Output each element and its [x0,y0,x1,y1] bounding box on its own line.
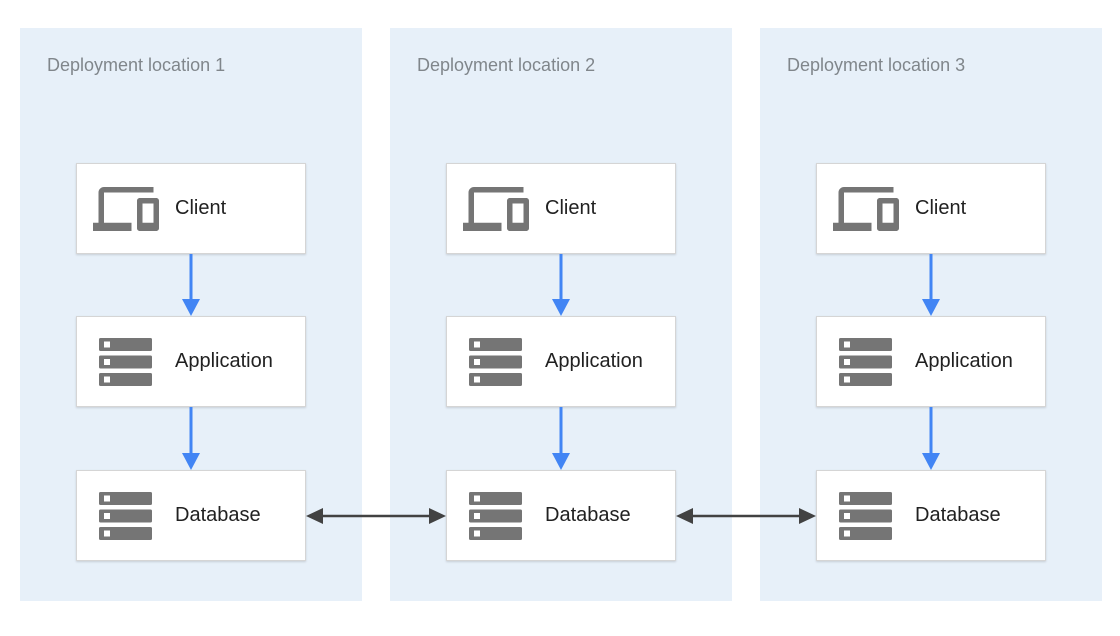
node-label: Database [915,504,1001,526]
node-label: Client [175,197,227,219]
server-stack-icon [461,337,531,386]
replication-arrow-db1-db2 [306,508,446,524]
node-label: Application [915,350,1013,372]
node-label: Client [915,197,967,219]
panel-deployment-location-2: Deployment location 2 Client [390,28,732,601]
panel-title: Deployment location 1 [47,55,226,75]
server-stack-icon [831,337,901,386]
flow-arrow-client-application [922,254,940,316]
server-stack-icon [91,337,161,386]
server-stack-icon [91,491,161,540]
flow-arrow-client-application [552,254,570,316]
panel-deployment-location-3: Deployment location 3 Client [760,28,1102,601]
panel-title: Deployment location 3 [787,55,966,75]
node-client: Client [76,163,306,254]
server-stack-icon [831,491,901,540]
node-label: Database [175,504,261,526]
panel-title: Deployment location 2 [417,55,596,75]
flow-arrow-application-database [922,407,940,470]
flow-arrow-application-database [552,407,570,470]
node-application: Application [816,316,1046,407]
devices-icon [91,176,161,242]
node-client: Client [446,163,676,254]
server-stack-icon [461,491,531,540]
node-client: Client [816,163,1046,254]
node-database: Database [816,470,1046,561]
devices-icon [461,176,531,242]
flow-arrow-client-application [182,254,200,316]
node-label: Application [545,350,643,372]
node-database: Database [446,470,676,561]
node-label: Application [175,350,273,372]
node-label: Client [545,197,597,219]
panel-deployment-location-1: Deployment location 1 Client [20,28,362,601]
flow-arrow-application-database [182,407,200,470]
devices-icon [831,176,901,242]
node-label: Database [545,504,631,526]
node-database: Database [76,470,306,561]
replication-arrow-db2-db3 [676,508,816,524]
node-application: Application [76,316,306,407]
node-application: Application [446,316,676,407]
